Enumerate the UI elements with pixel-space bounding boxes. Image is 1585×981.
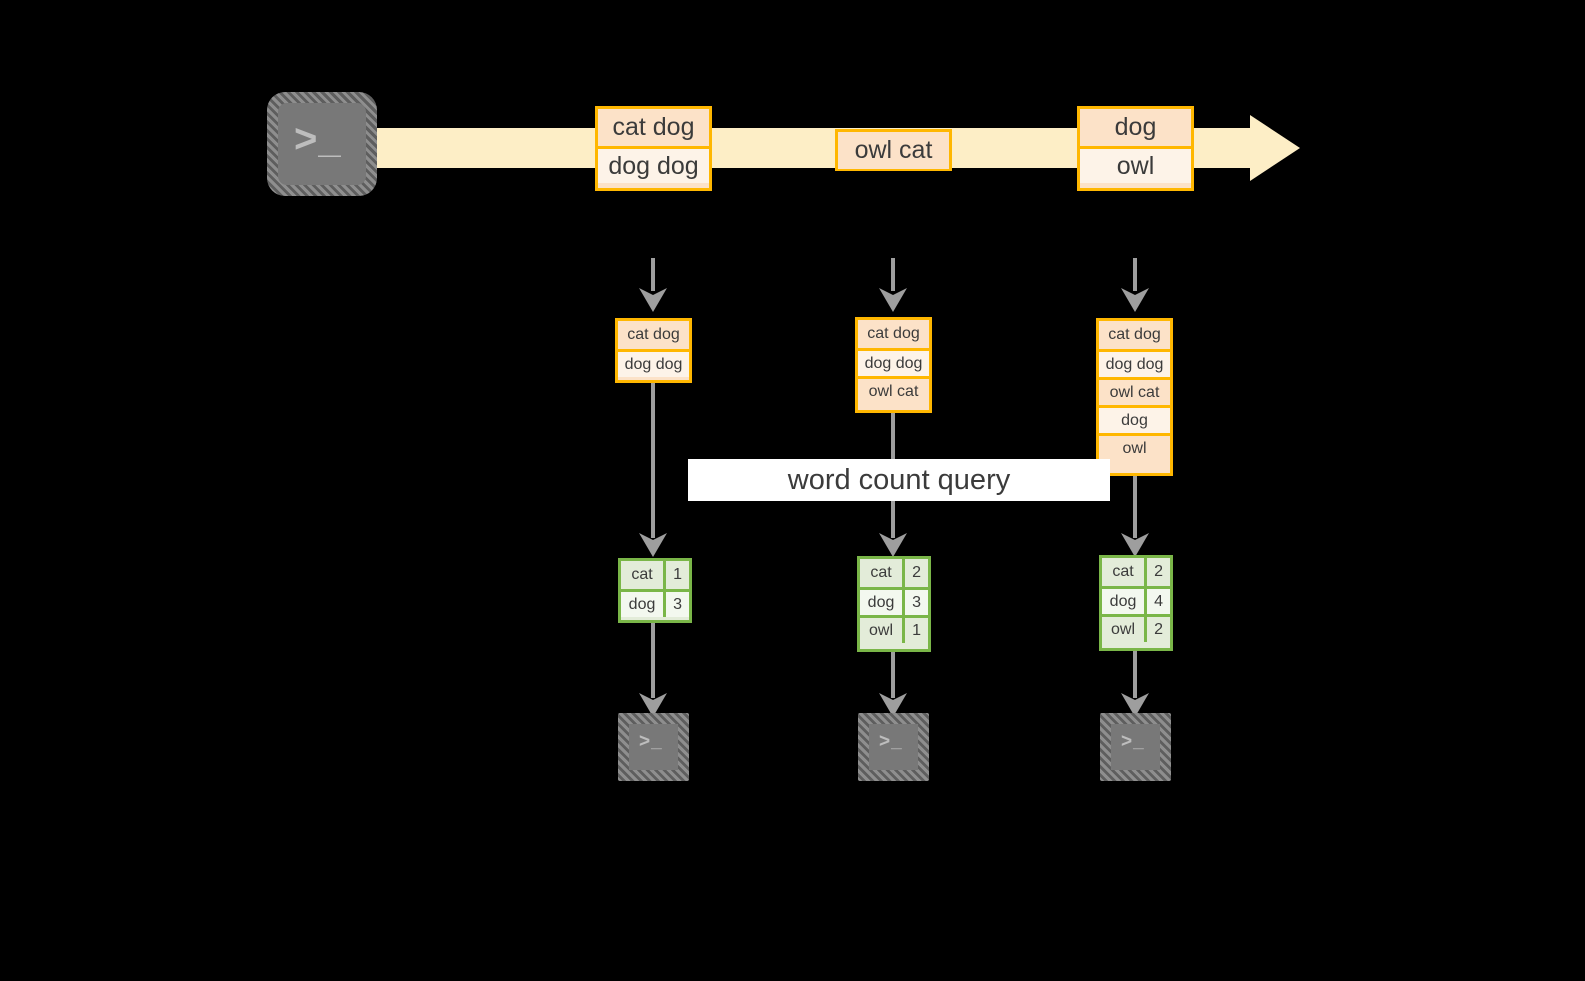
- trigger-1-sink-arrowhead: [639, 693, 667, 717]
- trigger-3-sink-connector: [1133, 651, 1137, 698]
- stream-batch-1: cat dog dog dog: [595, 106, 712, 191]
- query-banner-label: word count query: [787, 463, 1011, 496]
- trigger-2-dashed-arrowhead: [879, 288, 907, 312]
- stream-arrow-head: [1250, 115, 1300, 181]
- trigger-1-sink-connector: [651, 623, 655, 698]
- terminal-prompt-glyph: >_: [1121, 731, 1145, 752]
- terminal-prompt-glyph: >_: [294, 117, 342, 161]
- trigger-2-accumulated-line-3: owl cat: [858, 376, 929, 404]
- trigger-1-result-table: cat 1 dog 3: [618, 558, 692, 623]
- trigger-1-query-connector: [651, 383, 655, 538]
- trigger-1-accumulated-box: cat dog dog dog: [615, 318, 692, 383]
- trigger-3-result-count-2: 4: [1144, 589, 1170, 614]
- terminal-prompt-glyph: >_: [879, 731, 903, 752]
- stream-batch-1-line-1: cat dog: [598, 109, 709, 146]
- trigger-2-result-word-1: cat: [870, 564, 892, 581]
- table-row: cat 2: [860, 559, 928, 587]
- trigger-3-result-word-3: owl: [1111, 620, 1136, 638]
- trigger-2-accumulated-line-1: cat dog: [858, 320, 929, 348]
- trigger-1-result-count-2: 3: [663, 592, 689, 617]
- stream-batch-3-line-2: owl: [1080, 146, 1191, 183]
- trigger-2-accumulated-box: cat dog dog dog owl cat: [855, 317, 932, 413]
- source-terminal-icon: >_: [267, 92, 377, 196]
- trigger-2-result-table: cat 2 dog 3 owl 1: [857, 556, 931, 652]
- trigger-3-result-count-1: 2: [1144, 558, 1170, 586]
- trigger-1-dashed-arrowhead: [639, 288, 667, 312]
- trigger-1-result-word-2: dog: [628, 595, 656, 613]
- stream-batch-2: owl cat: [835, 129, 952, 171]
- stream-batch-1-line-2: dog dog: [598, 146, 709, 183]
- trigger-3-sink-terminal-icon: >_: [1100, 713, 1171, 781]
- trigger-3-result-word-1: cat: [1112, 563, 1134, 580]
- trigger-3-accumulated-line-5: owl: [1099, 433, 1170, 461]
- stream-batch-3: dog owl: [1077, 106, 1194, 191]
- trigger-1-result-word-1: cat: [631, 566, 653, 583]
- trigger-1-dashed-connector: [651, 258, 655, 291]
- table-row: dog 3: [621, 589, 689, 617]
- table-row: dog 4: [1102, 586, 1170, 614]
- trigger-2-sink-terminal-icon: >_: [858, 713, 929, 781]
- trigger-1-sink-terminal-icon: >_: [618, 713, 689, 781]
- trigger-2-result-word-3: owl: [869, 621, 894, 639]
- trigger-2-result-count-2: 3: [902, 590, 928, 615]
- trigger-1-accumulated-line-1: cat dog: [618, 321, 689, 349]
- stream-batch-2-line-1: owl cat: [838, 132, 949, 169]
- trigger-2-result-count-3: 1: [902, 618, 928, 643]
- table-row: owl 1: [860, 615, 928, 643]
- terminal-prompt-glyph: >_: [639, 731, 663, 752]
- trigger-3-result-table: cat 2 dog 4 owl 2: [1099, 555, 1173, 651]
- stream-batch-3-line-1: dog: [1080, 109, 1191, 146]
- trigger-2-result-word-2: dog: [867, 593, 895, 611]
- trigger-3-accumulated-line-3: owl cat: [1099, 377, 1170, 405]
- trigger-3-query-connector: [1133, 476, 1137, 538]
- trigger-2-query-arrowhead: [879, 533, 907, 557]
- table-row: cat 2: [1102, 558, 1170, 586]
- trigger-1-result-count-1: 1: [663, 561, 689, 589]
- trigger-1-accumulated-line-2: dog dog: [618, 349, 689, 377]
- trigger-3-dashed-arrowhead: [1121, 288, 1149, 312]
- trigger-3-query-arrowhead: [1121, 533, 1149, 557]
- table-row: owl 2: [1102, 614, 1170, 642]
- trigger-3-accumulated-line-4: dog: [1099, 405, 1170, 433]
- trigger-2-sink-connector: [891, 652, 895, 698]
- trigger-2-sink-arrowhead: [879, 693, 907, 717]
- trigger-2-dashed-connector: [891, 258, 895, 291]
- trigger-3-result-word-2: dog: [1109, 592, 1137, 610]
- trigger-3-result-count-3: 2: [1144, 617, 1170, 642]
- trigger-3-accumulated-line-2: dog dog: [1099, 349, 1170, 377]
- trigger-3-sink-arrowhead: [1121, 693, 1149, 717]
- trigger-2-result-count-1: 2: [902, 559, 928, 587]
- trigger-2-accumulated-line-2: dog dog: [858, 348, 929, 376]
- trigger-3-accumulated-line-1: cat dog: [1099, 321, 1170, 349]
- query-banner: word count query: [688, 459, 1110, 501]
- trigger-3-accumulated-box: cat dog dog dog owl cat dog owl: [1096, 318, 1173, 476]
- table-row: dog 3: [860, 587, 928, 615]
- trigger-3-dashed-connector: [1133, 258, 1137, 291]
- trigger-1-query-arrowhead: [639, 533, 667, 557]
- table-row: cat 1: [621, 561, 689, 589]
